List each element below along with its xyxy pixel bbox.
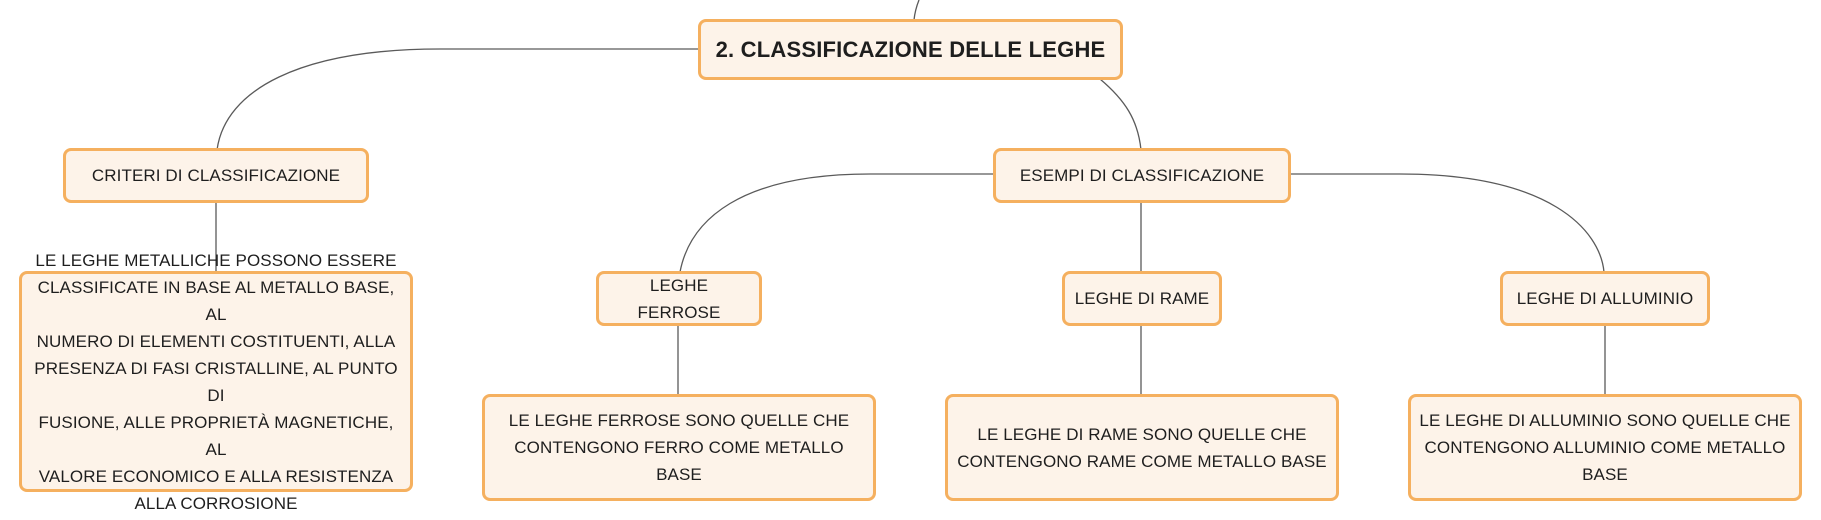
- rame-label: LEGHE DI RAME: [1074, 289, 1210, 308]
- alluminio-detail-node[interactable]: LE LEGHE DI ALLUMINIO SONO QUELLE CHE CO…: [1408, 394, 1802, 501]
- ferrose-detail-node[interactable]: LE LEGHE FERROSE SONO QUELLE CHE CONTENG…: [482, 394, 876, 501]
- connector-root-criteri: [216, 48, 702, 151]
- esempi-node[interactable]: ESEMPI DI CLASSIFICAZIONE: [993, 148, 1291, 203]
- connector-esempi-alluminio: [1290, 173, 1605, 273]
- ferrose-node[interactable]: LEGHE FERROSE: [596, 271, 762, 326]
- criteri-label: CRITERI DI CLASSIFICAZIONE: [91, 166, 341, 185]
- esempi-label: ESEMPI DI CLASSIFICAZIONE: [1019, 166, 1265, 185]
- rame-detail-text: LE LEGHE DI RAME SONO QUELLE CHE CONTENG…: [957, 424, 1327, 471]
- criteri-detail-text: LE LEGHE METALLICHE POSSONO ESSERE CLASS…: [34, 250, 398, 513]
- rame-node[interactable]: LEGHE DI RAME: [1062, 271, 1222, 326]
- root-node[interactable]: 2. CLASSIFICAZIONE DELLE LEGHE: [698, 19, 1123, 80]
- connector-esempi-ferrose: [679, 173, 995, 273]
- connector-parent-root: [913, 0, 920, 21]
- ferrose-detail-text: LE LEGHE FERROSE SONO QUELLE CHE CONTENG…: [508, 411, 850, 484]
- root-label: 2. CLASSIFICAZIONE DELLE LEGHE: [715, 37, 1106, 62]
- connector-root-esempi: [1099, 78, 1142, 151]
- alluminio-node[interactable]: LEGHE DI ALLUMINIO: [1500, 271, 1710, 326]
- alluminio-label: LEGHE DI ALLUMINIO: [1516, 289, 1694, 308]
- criteri-node[interactable]: CRITERI DI CLASSIFICAZIONE: [63, 148, 369, 203]
- criteri-detail-node[interactable]: LE LEGHE METALLICHE POSSONO ESSERE CLASS…: [19, 251, 413, 513]
- alluminio-detail-text: LE LEGHE DI ALLUMINIO SONO QUELLE CHE CO…: [1419, 411, 1791, 484]
- rame-detail-node[interactable]: LE LEGHE DI RAME SONO QUELLE CHE CONTENG…: [945, 394, 1339, 501]
- ferrose-label: LEGHE FERROSE: [637, 275, 721, 322]
